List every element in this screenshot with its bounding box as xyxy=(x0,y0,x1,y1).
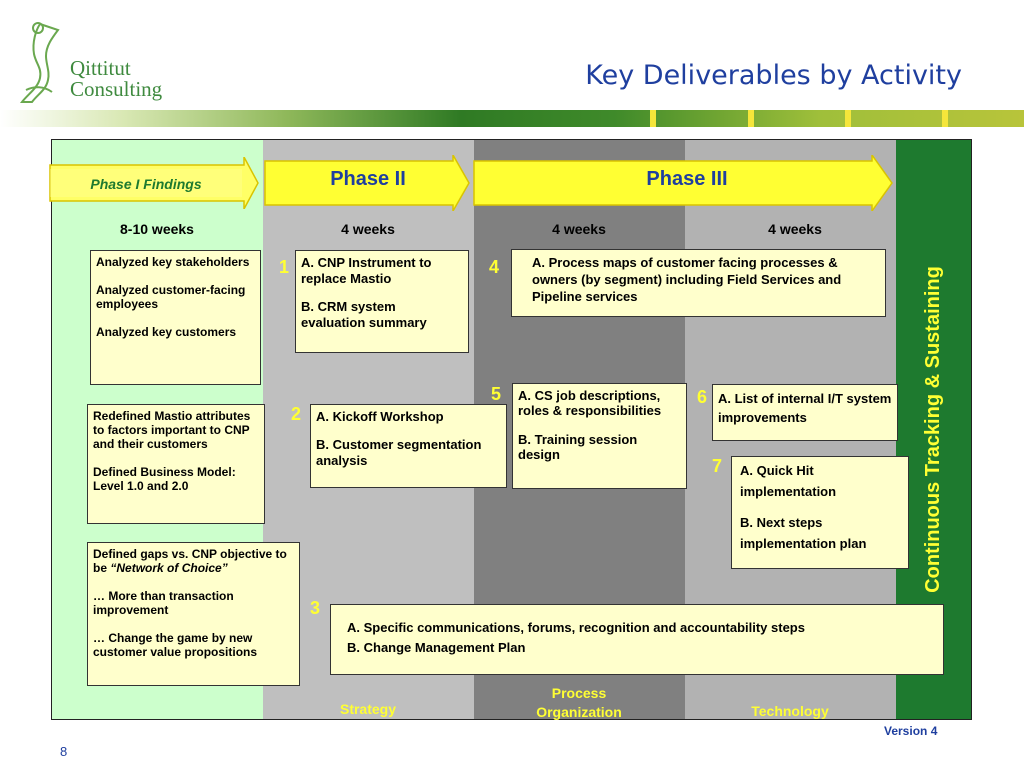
column-label-process-line2: Organization xyxy=(536,704,622,720)
deliverable-1-number: 1 xyxy=(279,257,290,277)
phase-2-label: Phase II xyxy=(330,168,406,190)
column-label-process: Process Organization xyxy=(504,684,654,722)
column-label-strategy: Strategy xyxy=(339,701,397,717)
finding-item: Redefined Mastio attributes to factors i… xyxy=(93,409,251,451)
band-tick xyxy=(845,110,851,127)
findings-box-3: Defined gaps vs. CNP objective to be “Ne… xyxy=(87,542,300,686)
deliverable-item: A. CNP Instrument to replace Mastio xyxy=(301,255,432,286)
diagram-frame xyxy=(51,139,972,720)
deliverable-3-box: A. Specific communications, forums, reco… xyxy=(330,604,944,675)
duration-technology: 4 weeks xyxy=(768,221,822,237)
header-band xyxy=(0,110,1024,127)
findings-box-2: Redefined Mastio attributes to factors i… xyxy=(87,404,265,524)
deliverable-6-number: 6 xyxy=(697,387,708,407)
band-tick xyxy=(650,110,656,127)
page-number: 8 xyxy=(60,744,68,759)
deliverable-item: B. Change Management Plan xyxy=(347,640,526,655)
finding-item: … More than transaction improvement xyxy=(93,589,234,617)
figure-logo-icon xyxy=(19,22,60,103)
phase-3-arrow xyxy=(473,155,893,211)
deliverable-6-box: A. List of internal I/T system improveme… xyxy=(712,384,898,441)
deliverable-item: A. Specific communications, forums, reco… xyxy=(347,620,805,635)
deliverable-item: A. CS job descriptions, roles & responsi… xyxy=(518,388,662,418)
deliverable-1-box: A. CNP Instrument to replace Mastio B. C… xyxy=(295,250,469,353)
phase-3-label: Phase III xyxy=(646,168,728,190)
logo-line-2: Consulting xyxy=(70,77,163,101)
deliverable-4-number: 4 xyxy=(489,257,500,277)
phase-1-label: Phase I Findings xyxy=(90,176,202,192)
version-label: Version 4 xyxy=(884,724,938,738)
deliverable-3-number: 3 xyxy=(310,598,321,618)
qittitut-logo: Qittitut Consulting xyxy=(18,20,188,110)
findings-box-1: Analyzed key stakeholders Analyzed custo… xyxy=(90,250,261,385)
deliverable-2-box: A. Kickoff Workshop B. Customer segmenta… xyxy=(310,404,507,488)
deliverable-item: A. Quick Hit implementation xyxy=(740,463,837,499)
band-tick xyxy=(748,110,754,127)
gap-emphasis: “Network of Choice” xyxy=(110,561,228,575)
deliverable-item: A. Process maps of customer facing proce… xyxy=(532,255,842,304)
column-label-process-line1: Process xyxy=(551,685,607,701)
deliverable-5-number: 5 xyxy=(491,384,502,404)
deliverable-7-box: A. Quick Hit implementation B. Next step… xyxy=(731,456,909,569)
deliverable-item: B. Training session design xyxy=(518,432,638,462)
duration-findings: 8-10 weeks xyxy=(120,221,194,237)
deliverable-5-box: A. CS job descriptions, roles & responsi… xyxy=(512,383,687,489)
phase-2-arrow xyxy=(264,155,470,211)
finding-item: Analyzed key stakeholders xyxy=(96,255,250,269)
finding-item: Defined gaps vs. CNP objective to be “Ne… xyxy=(93,547,294,575)
finding-item: Analyzed key customers xyxy=(96,325,237,339)
deliverable-item: A. Kickoff Workshop xyxy=(316,409,444,424)
deliverable-item: B. Customer segmentation analysis xyxy=(316,437,482,468)
gap-text: Defined gaps vs. CNP objective to be xyxy=(93,547,287,575)
finding-item: Defined Business Model: Level 1.0 and 2.… xyxy=(93,465,236,493)
deliverable-item: A. List of internal I/T system improveme… xyxy=(718,391,892,425)
finding-item: Analyzed customer-facing employees xyxy=(96,283,246,311)
deliverable-2-number: 2 xyxy=(291,404,302,424)
phase-1-arrow xyxy=(49,157,259,209)
deliverable-item: B. CRM system evaluation summary xyxy=(301,299,427,330)
finding-item: … Change the game by new customer value … xyxy=(93,631,258,659)
deliverable-7-number: 7 xyxy=(712,456,723,476)
column-label-technology: Technology xyxy=(751,703,829,719)
band-tick xyxy=(942,110,948,127)
deliverable-item: B. Next steps implementation plan xyxy=(740,515,867,551)
deliverable-4-box: A. Process maps of customer facing proce… xyxy=(511,249,886,317)
duration-process: 4 weeks xyxy=(552,221,606,237)
duration-strategy: 4 weeks xyxy=(341,221,395,237)
sustaining-text: Continuous Tracking & Sustaining xyxy=(922,266,944,593)
page-title: Key Deliverables by Activity xyxy=(585,60,962,91)
logo-line-1: Qittitut xyxy=(70,56,131,80)
